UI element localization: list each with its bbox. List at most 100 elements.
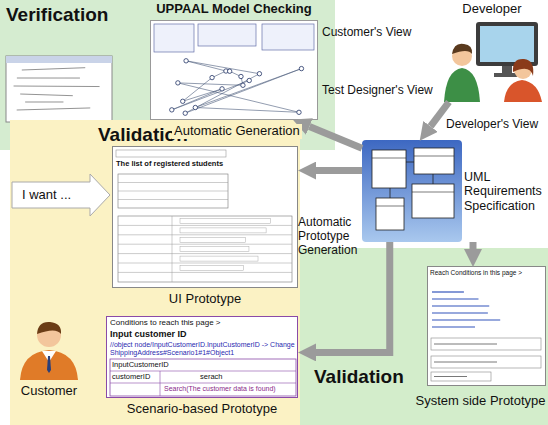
generation-arrow [309,126,362,148]
model-transition [183,78,212,102]
node-title: UPPAAL Model Checking [150,2,318,17]
model-state [241,83,245,87]
node-title: Developer [438,2,546,17]
model-transition [178,83,299,112]
form-row [118,263,292,264]
customer-hair [37,322,61,334]
uml-divider [414,156,454,157]
answer-text [434,344,497,345]
input-field [180,237,245,242]
model-state [193,105,197,109]
uml-divider [372,158,406,159]
model-screenshot [150,20,318,120]
screen-text: Search(The customer data is found) [164,385,296,393]
developer-figure: Developer [438,2,547,102]
screenshot-frame [151,21,318,120]
model-transition [185,69,301,114]
screen-text: customerID [112,373,158,382]
model-panel [198,24,256,46]
model-state [170,108,174,112]
model-state [220,87,224,91]
answer-text [434,376,467,377]
model-transition [172,80,249,109]
model-panel [262,24,314,50]
screenshot-frame [107,317,298,398]
screen-text: Conditions to reach this page > [110,318,295,327]
screenshot-frame [113,147,298,288]
node-title: Validation [314,366,434,388]
model-transition [195,69,301,108]
customer-tie [47,356,51,373]
developer-icon [438,18,546,102]
annotation-label: Test Designer's View [322,84,436,98]
table-row [110,371,296,372]
model-state [181,99,185,103]
monitor [476,22,538,66]
customer-icon [14,318,84,380]
uml-box-art [362,140,462,242]
screen-text: Reach Conditions in this page > [430,269,544,276]
form-column [172,216,173,282]
table-row [118,182,228,183]
customer-figure: Customer [14,318,85,404]
uml-divider [376,206,404,207]
link-line [432,319,500,320]
model-state [247,78,251,82]
table-row [118,191,228,192]
answer-box [431,338,541,350]
window-line [17,78,80,79]
node-title: Customer [14,384,84,399]
annotation-label: Automatic Prototype Generation [298,216,361,257]
page-header [116,150,226,157]
link-line [432,305,489,306]
annotation-label: I want ... [22,188,84,203]
ui-prototype: UI Prototype [112,146,299,312]
generation-arrow [316,167,362,174]
screen-text: InputCustomerID [112,361,192,370]
customer-body [20,350,78,380]
uml-association [390,162,433,198]
person-hair [452,44,472,54]
uml-class [412,184,454,218]
requirements-spec: UML Requirements Specification [362,140,547,242]
screenshot-frame [428,267,546,386]
input-field [180,266,244,271]
node-title: UI Prototype [112,292,298,307]
screen-text: serach [200,373,260,382]
generation-arrow [431,102,449,126]
form-table [118,216,292,282]
form-row [118,234,292,235]
screen-text: The list of registered students [116,160,292,169]
node-title: UML Requirements Specification [464,170,546,213]
form-row [118,253,292,254]
uml-box [362,140,462,242]
form-row [118,225,292,226]
screen-text: //object node/InputCustomerID.InputCusto… [110,341,295,357]
window-bar [6,56,112,63]
generation-arrow [470,242,477,249]
model-state [183,111,187,115]
student-table [118,174,228,208]
model-panel [154,24,194,52]
person-body [504,80,542,102]
table-row [118,199,228,200]
uml-class [372,150,406,188]
table-column [160,371,161,396]
annotation-label: Developer's View [446,118,546,132]
model-transition [185,74,259,113]
form-row [118,272,292,273]
monitor-stand [502,66,512,74]
input-field [180,228,266,233]
speech-arrow [12,174,110,216]
node-title: Verification [6,4,156,26]
model-transition [186,61,259,74]
answer-box [431,356,541,368]
model-state [227,69,231,73]
generation-arrow [316,242,390,352]
uml-class [376,198,404,230]
data-table [110,359,296,396]
model-state [299,66,303,70]
window-line [25,101,63,102]
model-transition [178,83,243,85]
